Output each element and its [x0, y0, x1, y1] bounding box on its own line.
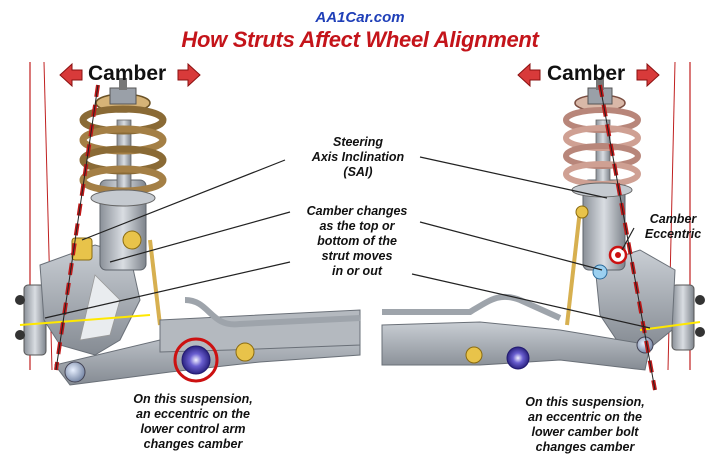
note-right-line-4: changes camber — [535, 440, 635, 454]
callout-leader-lines — [44, 156, 651, 329]
note-left-line-3: lower control arm — [140, 422, 246, 436]
camber-eccentric-line-1: Camber — [649, 212, 697, 226]
note-right-line-3: lower camber bolt — [531, 425, 639, 439]
double-arrow-right-icon — [517, 62, 660, 88]
double-arrow-left-icon — [59, 62, 201, 88]
note-right-line-2: an eccentric on the — [528, 410, 642, 424]
left-strut-assembly — [15, 61, 361, 386]
camber-changes-line-1: Camber changes — [306, 204, 408, 218]
sai-callout: Steering Axis Inclination (SAI) — [288, 135, 428, 180]
camber-eccentric-callout: Camber Eccentric — [628, 212, 718, 242]
diagram-title: How Struts Affect Wheel Alignment — [181, 27, 539, 52]
site-name: AA1Car.com — [315, 9, 405, 26]
note-left: On this suspension, an eccentric on the … — [98, 392, 288, 452]
camber-changes-line-4: strut moves — [321, 249, 393, 263]
camber-changes-line-3: bottom of the — [317, 234, 397, 248]
note-left-line-2: an eccentric on the — [136, 407, 250, 421]
camber-changes-callout: Camber changes as the top or bottom of t… — [282, 204, 432, 279]
camber-eccentric-line-2: Eccentric — [644, 227, 702, 241]
note-right-line-1: On this suspension, — [525, 395, 645, 409]
sai-line-3: (SAI) — [343, 165, 373, 179]
right-strut-assembly — [381, 61, 705, 391]
note-left-line-1: On this suspension, — [133, 392, 253, 406]
note-right: On this suspension, an eccentric on the … — [490, 395, 680, 455]
right-coil-spring — [563, 94, 641, 198]
sai-line-2: Axis Inclination — [311, 150, 405, 164]
camber-label-left: Camber — [88, 62, 167, 85]
camber-changes-line-5: in or out — [332, 264, 382, 278]
camber-label-right: Camber — [547, 62, 626, 85]
note-left-line-4: changes camber — [143, 437, 243, 451]
sai-line-1: Steering — [332, 135, 383, 149]
camber-changes-line-2: as the top or — [319, 219, 395, 233]
left-eccentric-marker — [173, 337, 219, 383]
